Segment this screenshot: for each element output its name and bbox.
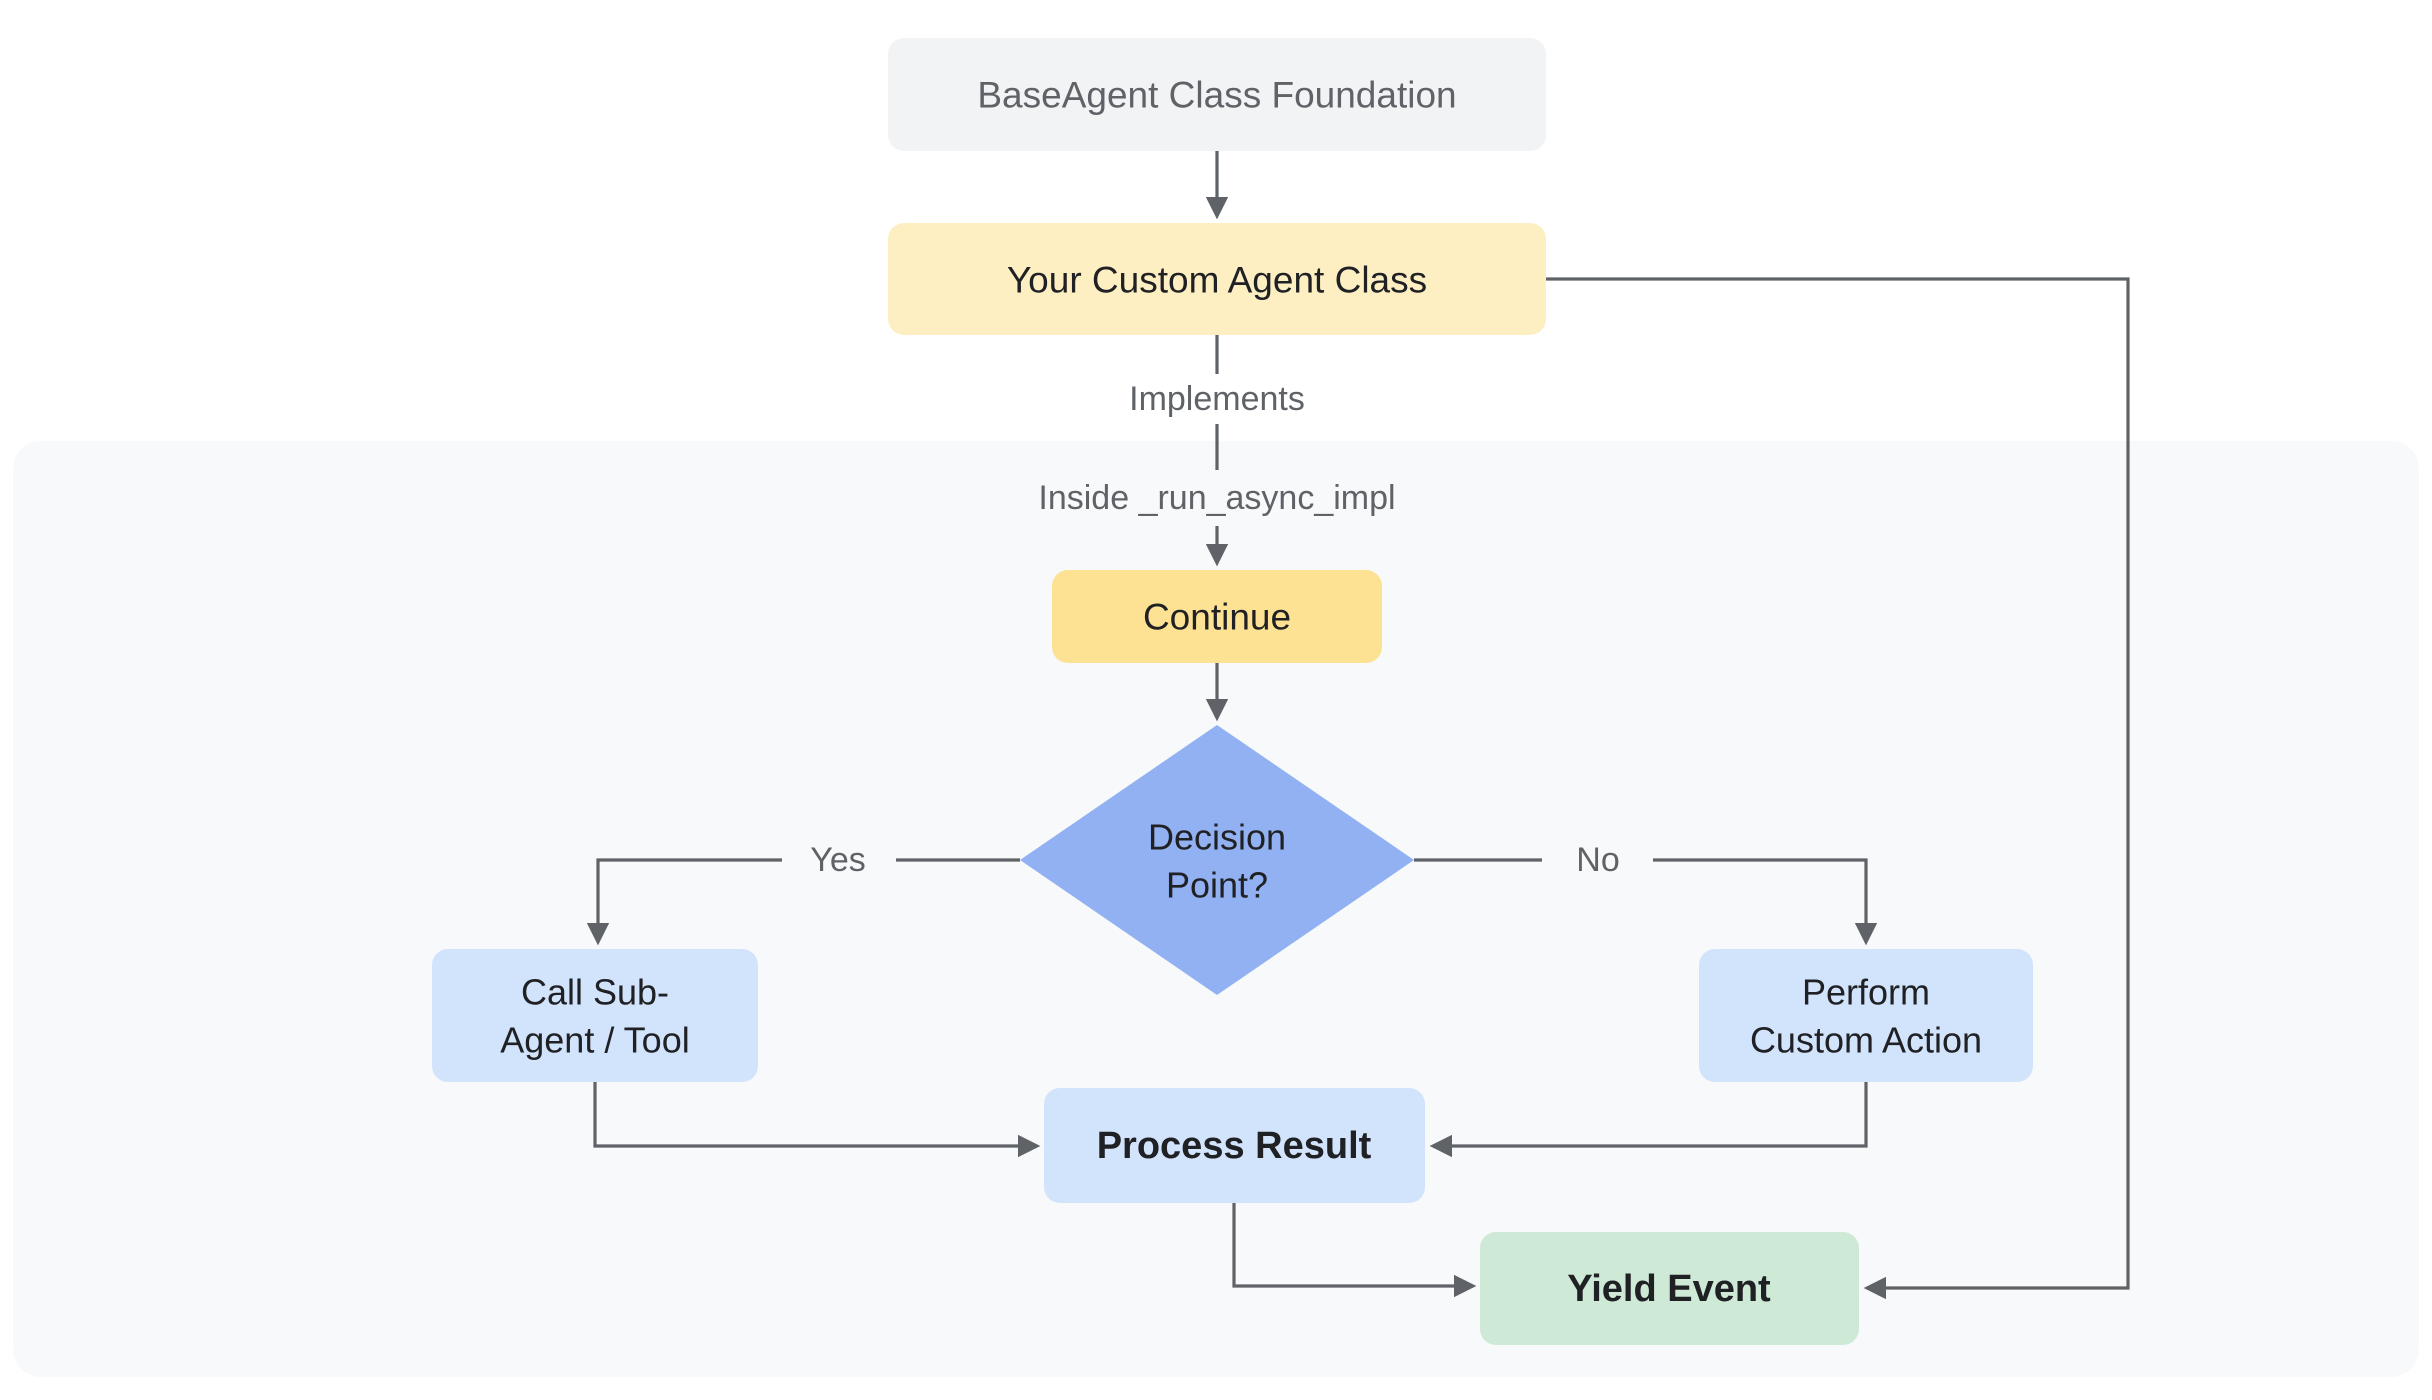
- node-your-custom-agent-class: Your Custom Agent Class: [888, 223, 1546, 335]
- edge-process-to-yield: [1232, 1203, 1477, 1298]
- node-yield-rect: [1480, 1232, 1859, 1345]
- node-custom-agent-rect: [888, 223, 1546, 335]
- edge-yes-seg2: [586, 858, 782, 946]
- node-custom-agent-label: Your Custom Agent Class: [1007, 260, 1427, 301]
- node-call-sub-label-line2: Agent / Tool: [500, 1020, 689, 1061]
- node-yield-event: Yield Event: [1480, 1232, 1859, 1345]
- node-continue: Continue: [1052, 570, 1382, 663]
- node-perform-custom-action: Perform Custom Action: [1699, 949, 2033, 1082]
- edge-label-inside-run-async-impl: Inside _run_async_impl: [1038, 479, 1395, 517]
- edge-no-seg2: [1653, 858, 1878, 946]
- node-perform-label-line1: Perform: [1802, 972, 1930, 1013]
- edge-callsub-to-process: [593, 1082, 1041, 1158]
- node-base-agent-rect: [888, 38, 1546, 151]
- node-base-agent-class-foundation: BaseAgent Class Foundation: [888, 38, 1546, 151]
- edge-perform-to-process: [1429, 1082, 1868, 1158]
- node-process-label: Process Result: [1097, 1125, 1372, 1167]
- node-perform-rect: [1699, 949, 2033, 1082]
- node-yield-label: Yield Event: [1567, 1268, 1771, 1310]
- node-continue-rect: [1052, 570, 1382, 663]
- node-process-result: Process Result: [1044, 1088, 1425, 1203]
- node-decision-label-line2: Point?: [1166, 865, 1268, 906]
- edge-label-no: No: [1576, 841, 1619, 879]
- edge-label-yes: Yes: [810, 841, 865, 879]
- node-call-sub-rect: [432, 949, 758, 1082]
- node-base-agent-label: BaseAgent Class Foundation: [977, 75, 1456, 116]
- node-call-sub-label-line1: Call Sub-: [521, 972, 669, 1013]
- node-decision-label-line1: Decision: [1148, 817, 1286, 858]
- node-call-sub-agent-tool: Call Sub- Agent / Tool: [432, 949, 758, 1082]
- node-decision-point: Decision Point?: [1020, 725, 1414, 995]
- edge-custom-to-yield-loop: [1546, 277, 2130, 1300]
- node-decision-diamond: [1020, 725, 1414, 995]
- node-continue-label: Continue: [1143, 597, 1291, 638]
- node-process-rect: [1044, 1088, 1425, 1203]
- edge-label-implements: Implements: [1129, 380, 1305, 418]
- node-perform-label-line2: Custom Action: [1750, 1020, 1982, 1061]
